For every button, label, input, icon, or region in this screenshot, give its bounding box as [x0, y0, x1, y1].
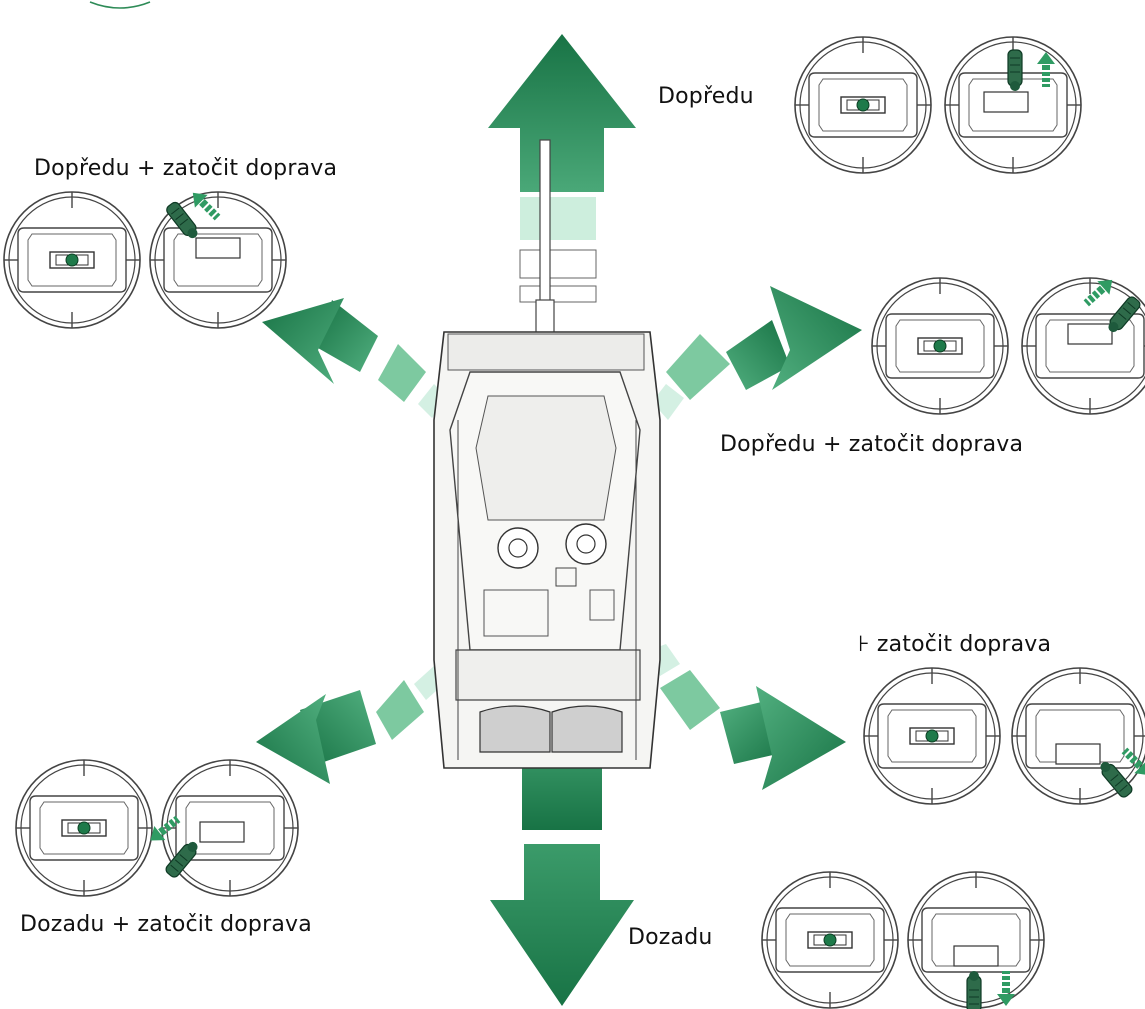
backward-right-arrow [650, 644, 846, 790]
joystick-backward [762, 871, 1045, 1009]
label-forward-turn-right: Dopředu + zatočit doprava [720, 432, 1024, 457]
label-backward-turn-right: ⊦ zatočit doprava [858, 632, 1052, 657]
backward-arrow [490, 742, 634, 1006]
partial-dial-edge [89, 1, 151, 9]
joystick-forward-left [4, 186, 287, 329]
tank-top-view-icon [433, 139, 661, 769]
forward-arrow [488, 34, 636, 303]
forward-right-arrow [652, 286, 862, 420]
joystick-forward-right [872, 273, 1145, 415]
label-backward-turn-left: Dozadu + zatočit doprava [20, 912, 312, 937]
joystick-forward [795, 36, 1082, 174]
forward-left-arrow [262, 298, 448, 418]
label-forward: Dopředu [658, 84, 754, 109]
backward-left-arrow [256, 666, 446, 784]
label-backward: Dozadu [628, 925, 713, 950]
joystick-backward-right [864, 667, 1145, 805]
joystick-backward-left [16, 759, 299, 897]
label-forward-turn-left: Dopředu + zatočit doprava [34, 156, 338, 181]
